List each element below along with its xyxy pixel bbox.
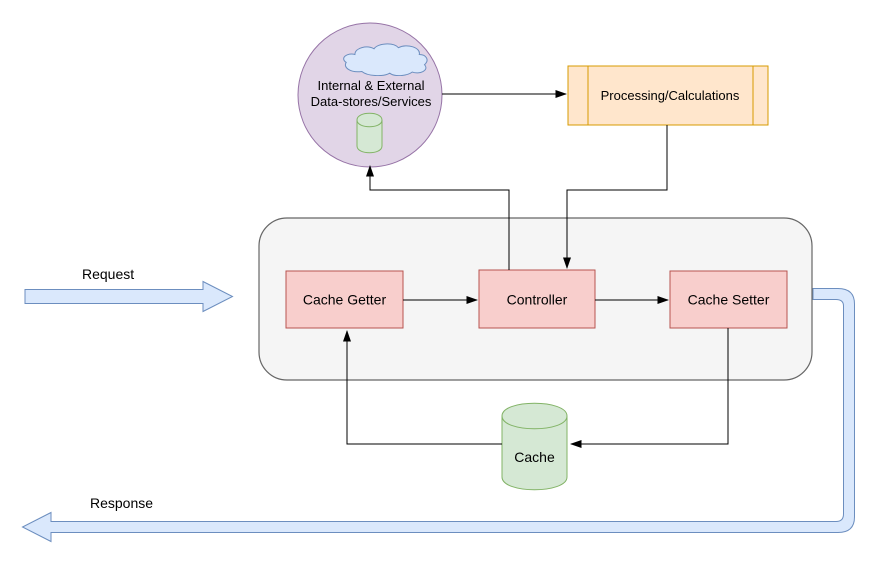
response-label: Response bbox=[90, 495, 153, 511]
cache-setter-node: Cache Setter bbox=[669, 270, 788, 329]
cache-getter-node: Cache Getter bbox=[285, 270, 404, 329]
controller-label: Controller bbox=[507, 292, 568, 308]
request-label: Request bbox=[82, 266, 134, 282]
datastores-label-line2: Data-stores/Services bbox=[311, 94, 432, 109]
cache-label: Cache bbox=[514, 449, 555, 465]
request-arrow bbox=[24, 280, 234, 313]
datastores-label-line1: Internal & External bbox=[318, 78, 425, 93]
cache-setter-label: Cache Setter bbox=[688, 292, 770, 308]
cloud-icon bbox=[344, 44, 427, 76]
edge-cache-setter-to-cache bbox=[570, 328, 729, 448]
cache-database: Cache bbox=[501, 402, 568, 491]
processing-node: Processing/Calculations bbox=[567, 65, 769, 126]
controller-node: Controller bbox=[478, 269, 596, 329]
edge-processing-to-controller bbox=[563, 125, 668, 269]
database-icon bbox=[356, 112, 383, 154]
response-arrow-pipe bbox=[21, 288, 855, 543]
cache-getter-label: Cache Getter bbox=[303, 292, 387, 308]
edge-controller-to-datastores bbox=[366, 165, 510, 270]
processing-label: Processing/Calculations bbox=[601, 88, 740, 103]
edge-cache-to-cache-getter bbox=[343, 330, 502, 445]
